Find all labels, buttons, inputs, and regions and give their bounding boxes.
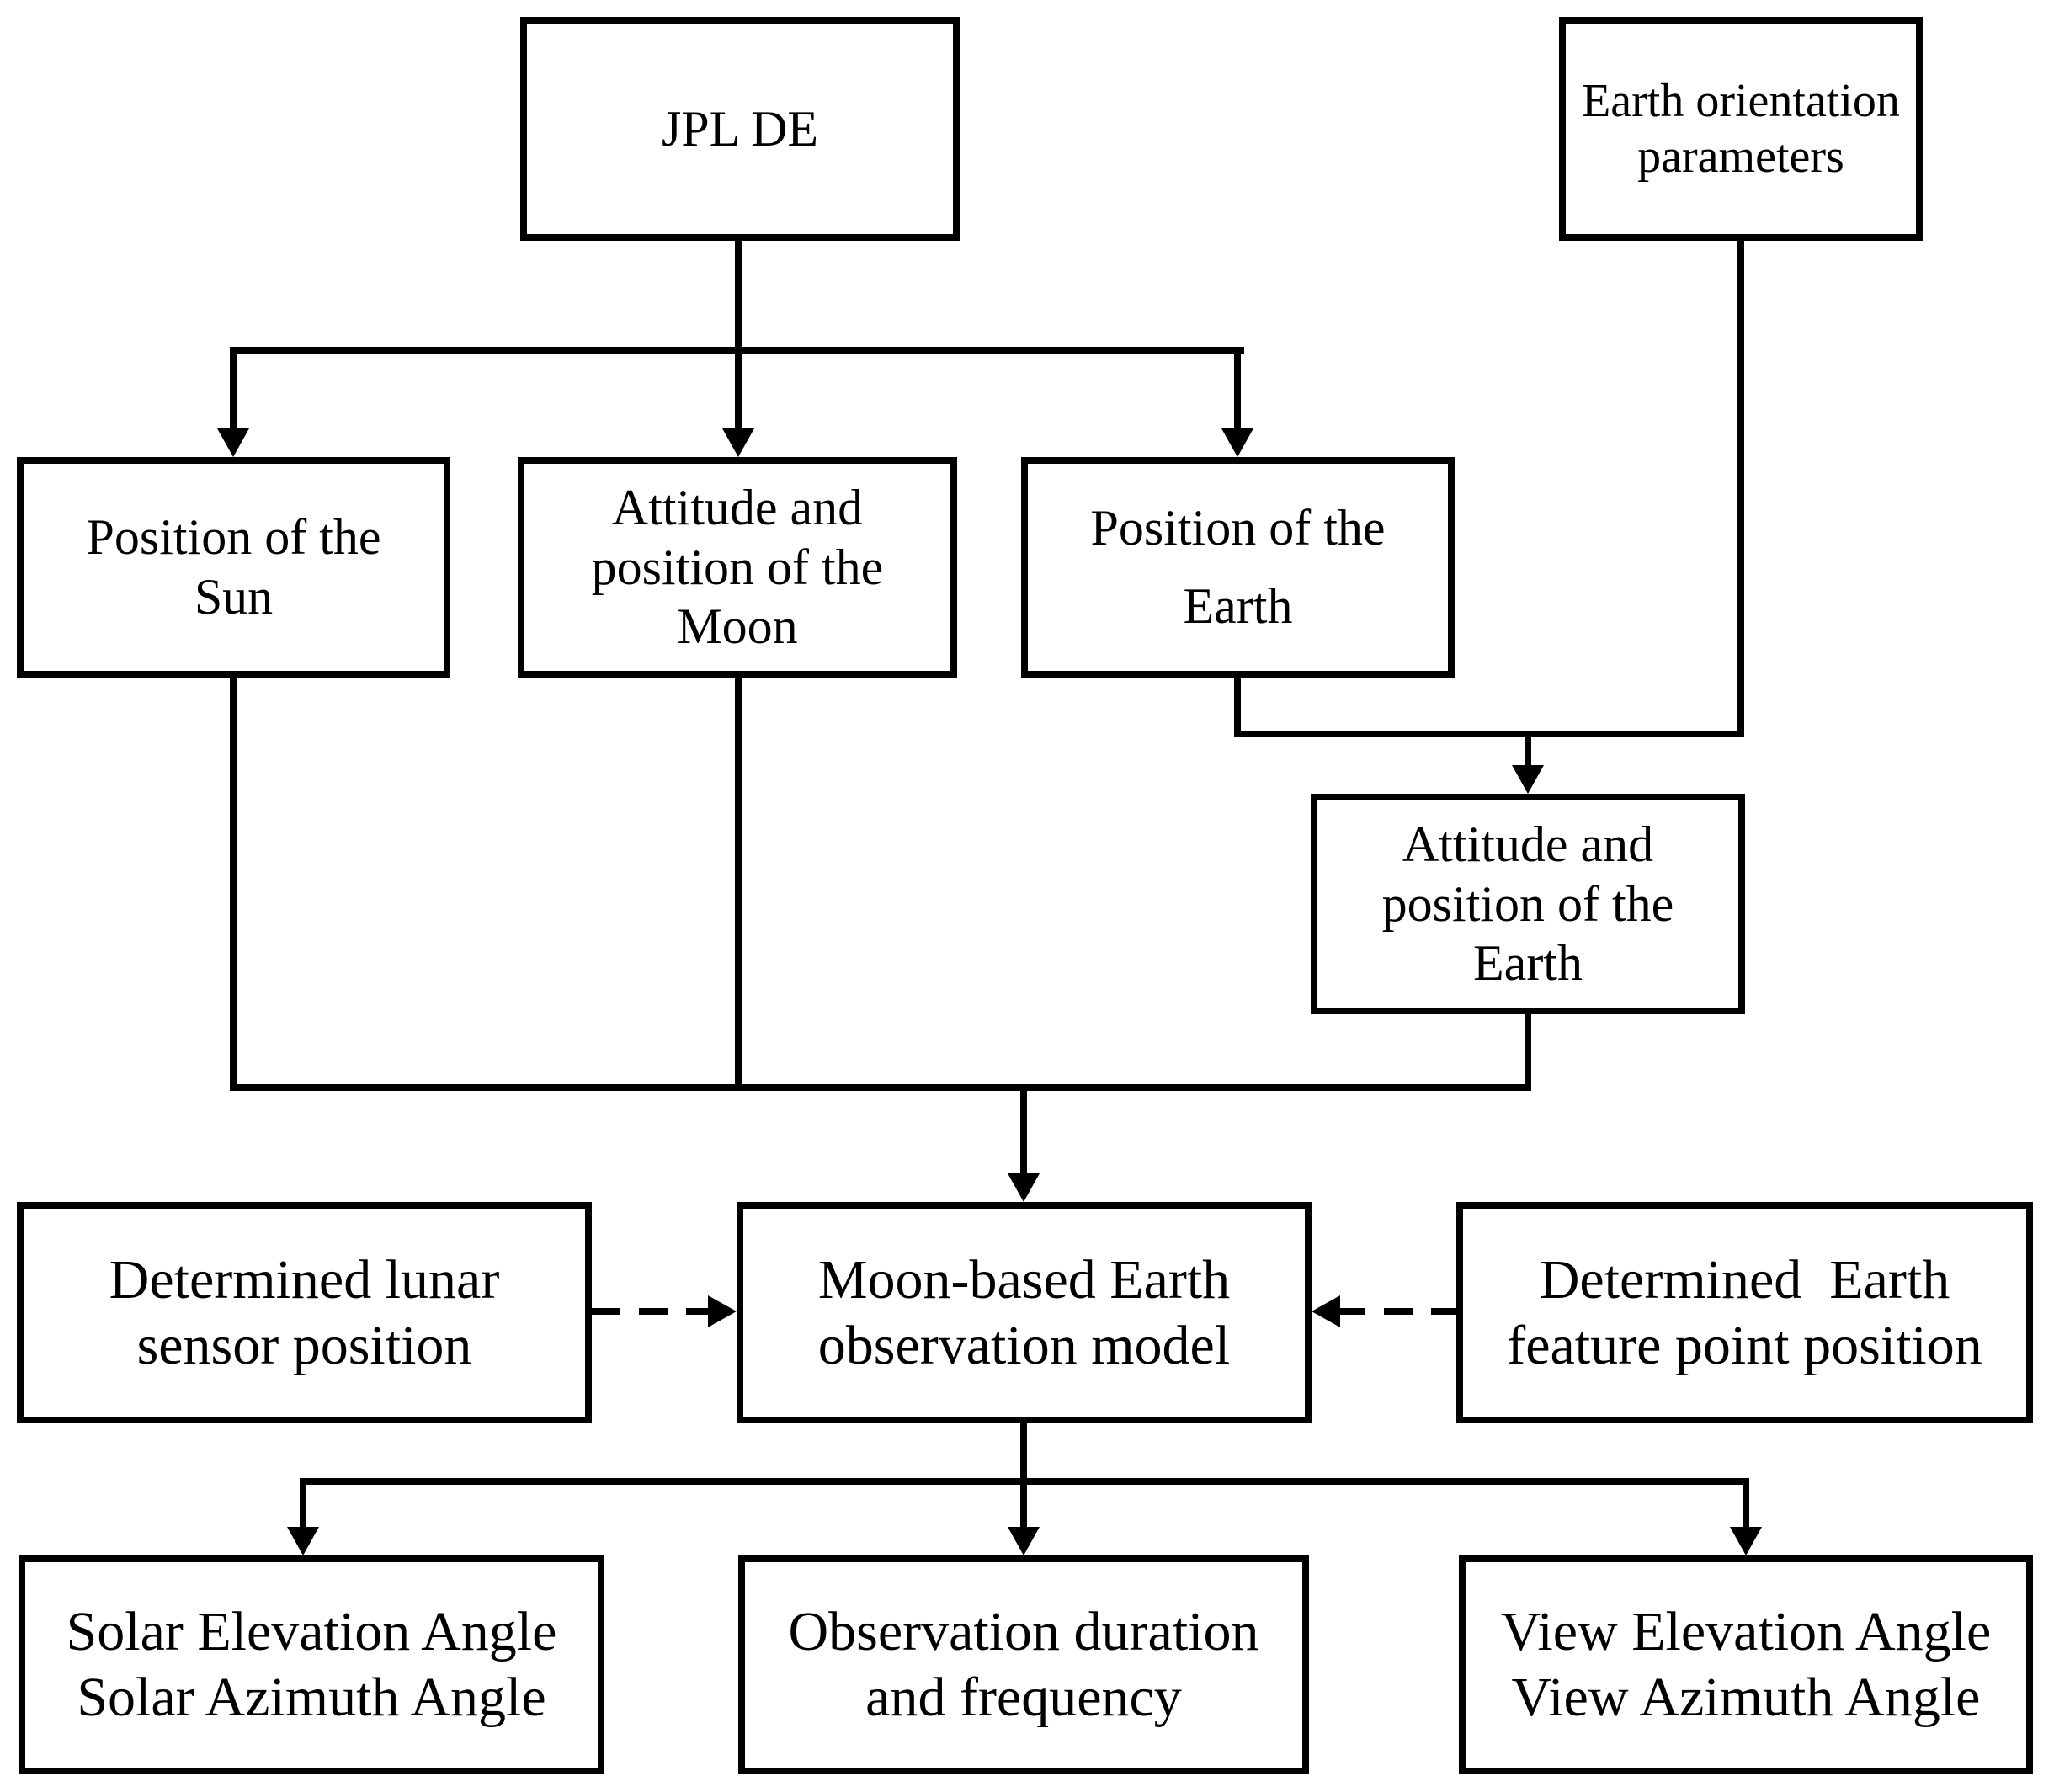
node-line: Attitude and [611,479,864,535]
connector-jplde-stem [735,241,742,354]
node-line: position of the [591,539,884,595]
node-line: Position of the [86,509,381,566]
node-attitude-position-moon: Attitude and position of the Moon [518,457,957,678]
node-line: Moon [677,598,798,655]
node-attitude-position-earth: Attitude and position of the Earth [1311,794,1745,1014]
dashed-lunar-sensor-to-model [592,1308,710,1315]
connector-model-out [1020,1423,1027,1485]
connector-drop-sun [230,347,237,431]
dashed-earth-feature-to-model [1337,1308,1456,1315]
node-determined-lunar-sensor-position: Determined lunar sensor position [17,1202,592,1423]
node-determined-earth-feature-point-position: Determined Earth feature point position [1456,1202,2033,1423]
connector-eop-stem [1737,241,1744,737]
node-line: JPL DE [661,100,819,157]
arrowhead-to-view-icon [1730,1527,1762,1555]
connector-moon-out [735,678,742,1091]
node-view-angles: View Elevation Angle View Azimuth Angle [1459,1555,2033,1774]
node-line: Solar Azimuth Angle [77,1667,546,1728]
connector-drop-moon [735,347,742,431]
node-line: Determined Earth [1539,1248,1950,1311]
arrowhead-dashed-left-icon [708,1295,737,1327]
node-solar-angles: Solar Elevation Angle Solar Azimuth Angl… [19,1555,604,1774]
node-line: position of the [1381,875,1674,932]
node-line: Determined lunar [109,1248,500,1311]
node-observation-duration-frequency: Observation duration and frequency [738,1555,1309,1774]
node-line: Observation duration [788,1601,1259,1663]
connector-earth-join [1234,731,1744,737]
connector-drop-solar [300,1478,306,1530]
connector-earth-att-out [1525,1014,1531,1091]
node-line: Earth [1473,935,1583,992]
node-line: Earth [1183,578,1293,634]
connector-drop-earth-att [1525,731,1531,768]
arrowhead-to-earth-icon [1221,428,1253,457]
connector-drop-model [1020,1084,1027,1175]
node-earth-orientation-parameters: Earth orientation parameters [1559,17,1923,241]
node-line: parameters [1637,130,1844,183]
connector-sun-out [230,678,237,1091]
node-moon-based-earth-observation-model: Moon-based Earth observation model [737,1202,1312,1423]
node-line: View Elevation Angle [1500,1601,1992,1663]
arrowhead-to-observation-icon [1008,1527,1040,1555]
arrowhead-to-moon-icon [722,428,754,457]
connector-drop-observation [1020,1478,1027,1530]
node-line: Solar Elevation Angle [66,1601,557,1663]
node-line: Position of the [1090,500,1386,556]
connector-drop-earth [1234,347,1241,431]
node-position-of-the-sun: Position of the Sun [17,457,450,678]
arrowhead-to-solar-icon [287,1527,319,1555]
arrowhead-to-model-icon [1008,1173,1040,1202]
node-line: observation model [817,1314,1231,1376]
connector-collector [230,1084,1531,1091]
node-line: Moon-based Earth [817,1248,1231,1311]
node-line: feature point position [1507,1314,1982,1376]
node-line: View Azimuth Angle [1511,1667,1981,1728]
node-line: Sun [194,569,274,625]
node-line: Attitude and [1402,816,1654,872]
arrowhead-dashed-right-icon [1312,1295,1340,1327]
node-line: sensor position [136,1314,472,1376]
connector-drop-view [1743,1478,1749,1530]
node-jpl-de: JPL DE [520,17,960,241]
arrowhead-to-earth-att-icon [1512,765,1544,794]
node-line: and frequency [865,1667,1182,1728]
arrowhead-to-sun-icon [217,428,249,457]
connector-earthpos-stem [1234,678,1241,737]
node-line: Earth orientation [1582,74,1900,127]
node-position-of-the-earth: Position of the Earth [1021,457,1455,678]
